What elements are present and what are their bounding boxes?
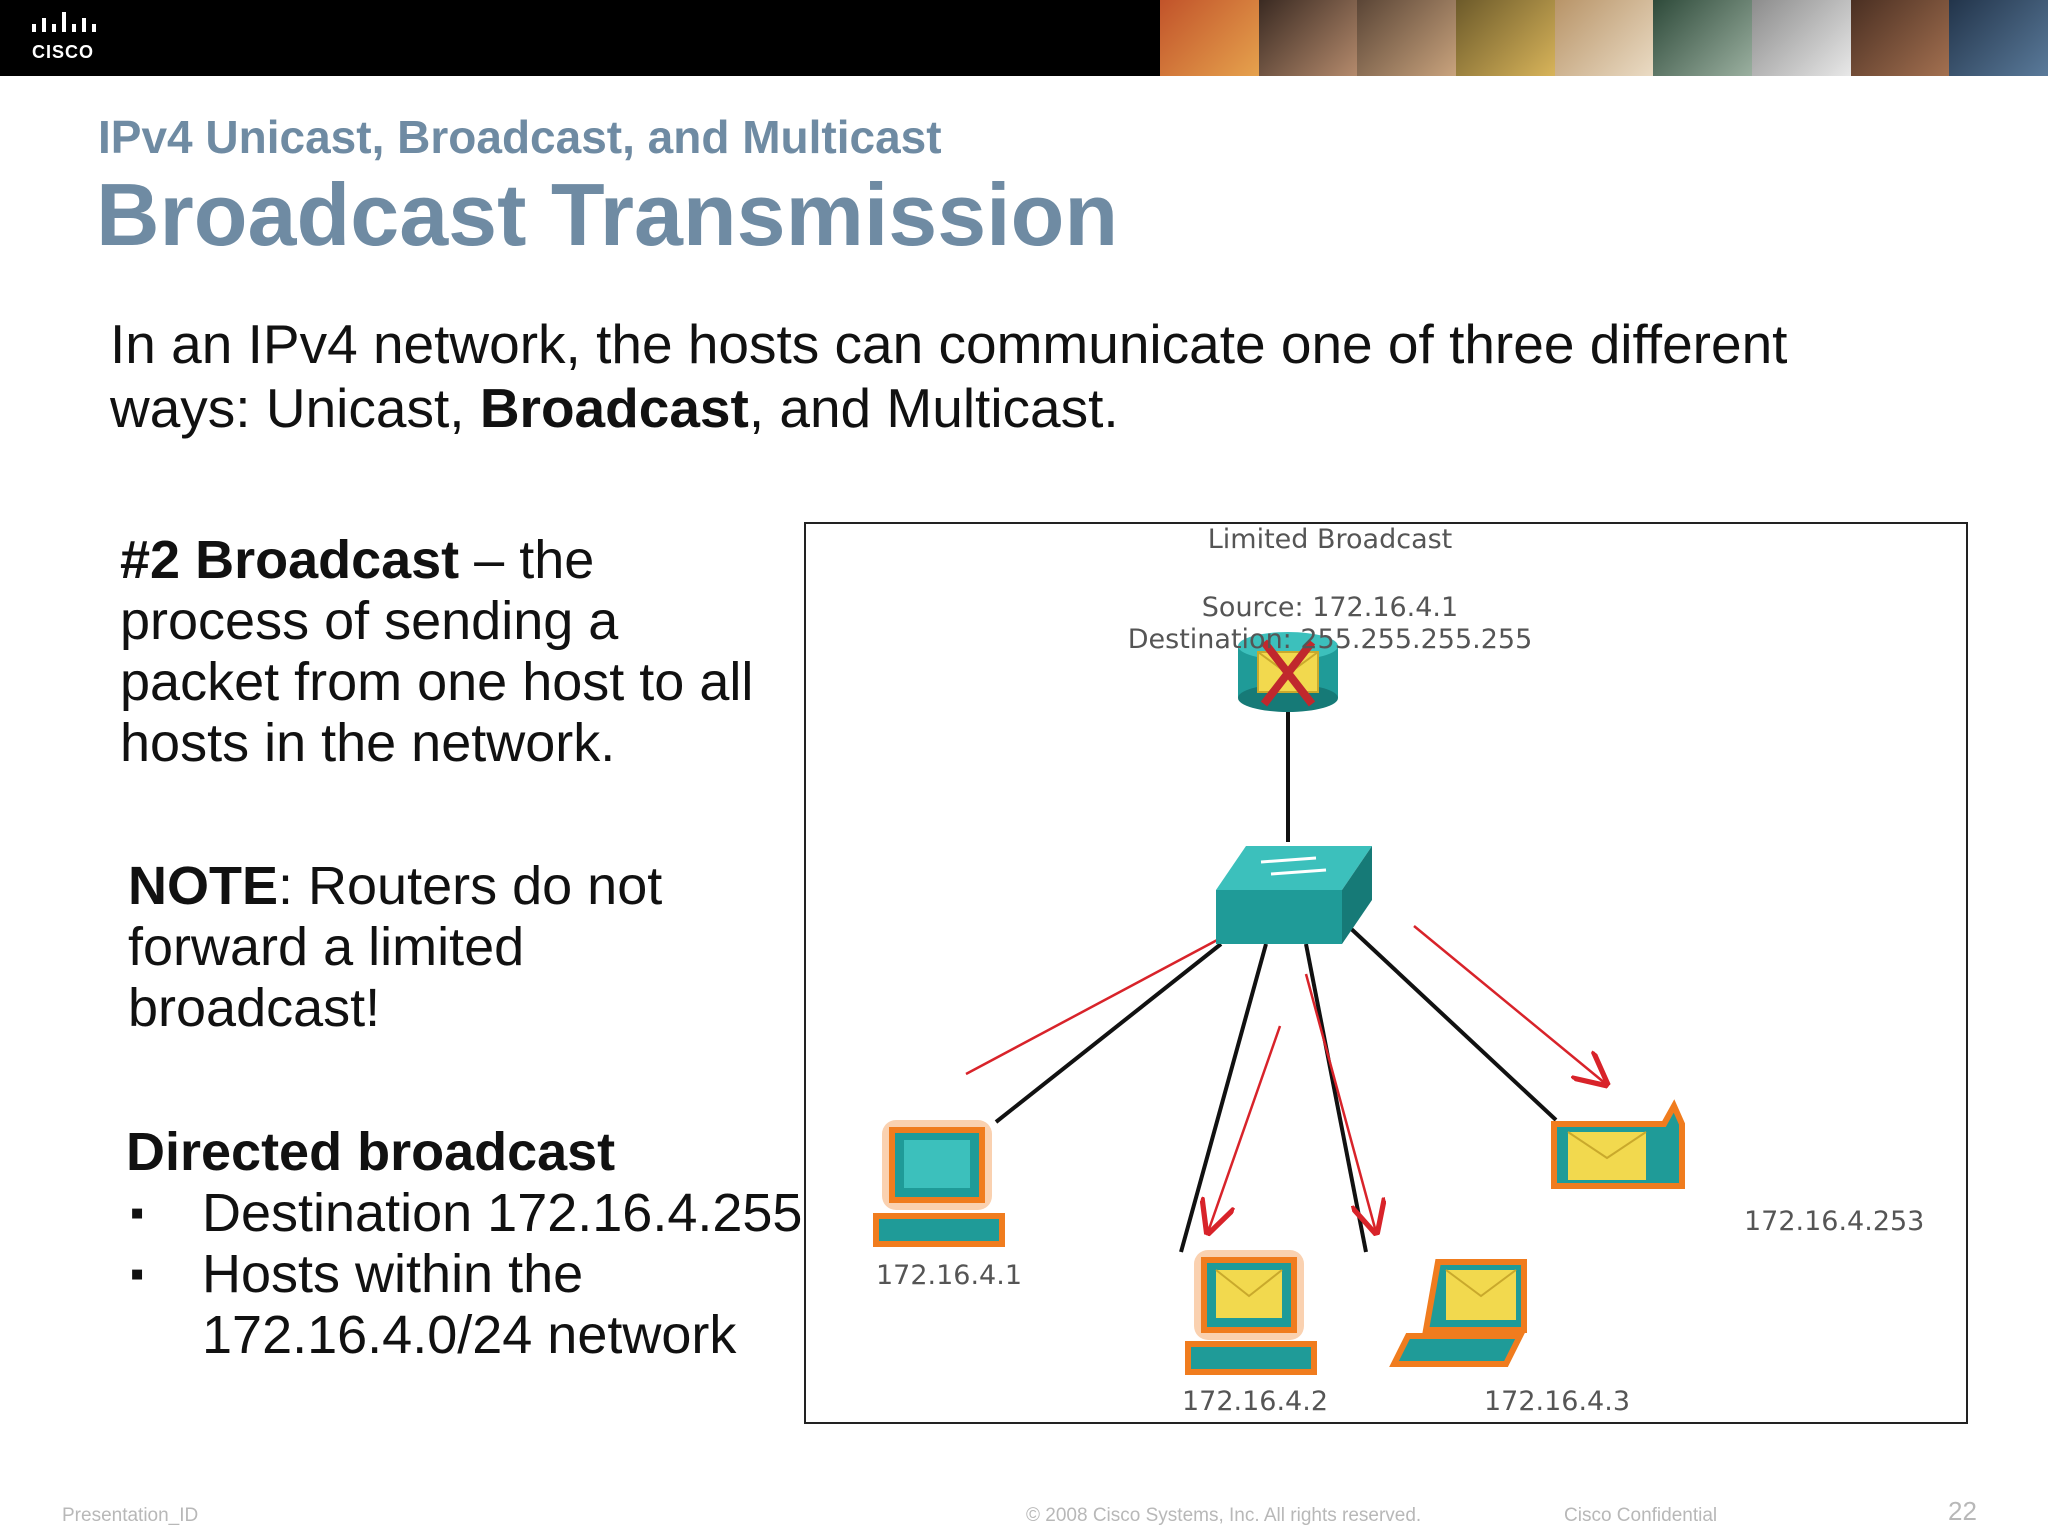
intro-paragraph: In an IPv4 network, the hosts can commun… xyxy=(110,312,1910,440)
router-icon xyxy=(1238,632,1338,712)
link-host-2 xyxy=(1179,943,1268,1253)
footer-confidential: Cisco Confidential xyxy=(1564,1505,1718,1526)
router-note: NOTE: Routers do not forward a limited b… xyxy=(128,856,748,1039)
header-photo xyxy=(1160,0,1259,76)
header-photo xyxy=(1850,0,1950,76)
cisco-wordmark: CISCO xyxy=(32,42,95,62)
bullet-square-icon: ▪ xyxy=(130,1191,145,1235)
link-host-1 xyxy=(994,942,1223,1124)
host-icon-receiver xyxy=(1185,1250,1317,1375)
definition-text: – the process of sending a packet from o… xyxy=(120,530,754,773)
destination-address: Destination: 255.255.255.255 xyxy=(1127,624,1533,655)
header-photo xyxy=(1258,0,1358,76)
definition-term: #2 Broadcast xyxy=(120,530,460,590)
slide-title: Broadcast Transmission xyxy=(96,165,1119,264)
laptop-icon-receiver xyxy=(1389,1259,1527,1367)
intro-text-end: , and Multicast. xyxy=(748,377,1119,439)
directed-heading: Directed broadcast xyxy=(126,1122,616,1182)
note-label: NOTE xyxy=(128,856,279,916)
cisco-logo: CISCO xyxy=(30,12,120,64)
arrow-to-host-4 xyxy=(1413,925,1606,1084)
footer-presentation-id: Presentation_ID xyxy=(62,1505,199,1526)
arrow-to-host-2 xyxy=(1208,1025,1282,1232)
bullet-item: ▪ Hosts within the 172.16.4.0/24 network xyxy=(126,1244,806,1366)
host-label: 172.16.4.3 xyxy=(1484,1386,1630,1417)
blocked-x-icon xyxy=(1260,639,1316,707)
directed-broadcast-section: Directed broadcast ▪ Destination 172.16.4… xyxy=(126,1122,806,1366)
printer-icon-receiver xyxy=(1551,1099,1685,1189)
header-photo xyxy=(1752,0,1851,76)
note-text: : Routers do not forward a limited broad… xyxy=(128,856,663,1038)
header-photo-strip xyxy=(1160,0,2048,76)
intro-text: In an IPv4 network, the hosts can commun… xyxy=(110,313,1788,439)
diagram-title: Limited Broadcast xyxy=(1207,524,1453,555)
link-host-3 xyxy=(1304,943,1368,1253)
limited-broadcast-diagram: Limited Broadcast Source: 172.16.4.1 Des… xyxy=(804,522,1968,1424)
host-label: 172.16.4.1 xyxy=(876,1260,1022,1291)
cisco-bars-icon xyxy=(32,12,96,32)
network-topology xyxy=(873,632,1685,1375)
header-photo xyxy=(1554,0,1654,76)
bullet-text: Hosts within the 172.16.4.0/24 network xyxy=(202,1244,737,1365)
header-photo xyxy=(1653,0,1753,76)
bullet-text: Destination 172.16.4.255 xyxy=(202,1183,803,1243)
source-address: Source: 172.16.4.1 xyxy=(1201,592,1459,623)
page-number: 22 xyxy=(1948,1496,1977,1526)
broadcast-definition: #2 Broadcast – the process of sending a … xyxy=(120,530,760,774)
arrow-to-host-3 xyxy=(1304,973,1376,1232)
host-label: 172.16.4.253 xyxy=(1744,1206,1925,1237)
header-photo xyxy=(1357,0,1457,76)
switch-icon xyxy=(1216,846,1372,944)
slide-subtitle: IPv4 Unicast, Broadcast, and Multicast xyxy=(98,111,942,163)
host-label: 172.16.4.2 xyxy=(1182,1386,1328,1417)
bullet-square-icon: ▪ xyxy=(130,1252,145,1296)
intro-bold-term: Broadcast xyxy=(479,377,749,439)
header-photo xyxy=(1949,0,2048,76)
footer-copyright: © 2008 Cisco Systems, Inc. All rights re… xyxy=(1026,1505,1422,1526)
host-icon-sender xyxy=(873,1120,1005,1247)
header-photo xyxy=(1456,0,1555,76)
link-host-4 xyxy=(1344,922,1558,1122)
bullet-item: ▪ Destination 172.16.4.255 xyxy=(126,1183,806,1244)
top-banner: CISCO xyxy=(0,0,2048,76)
